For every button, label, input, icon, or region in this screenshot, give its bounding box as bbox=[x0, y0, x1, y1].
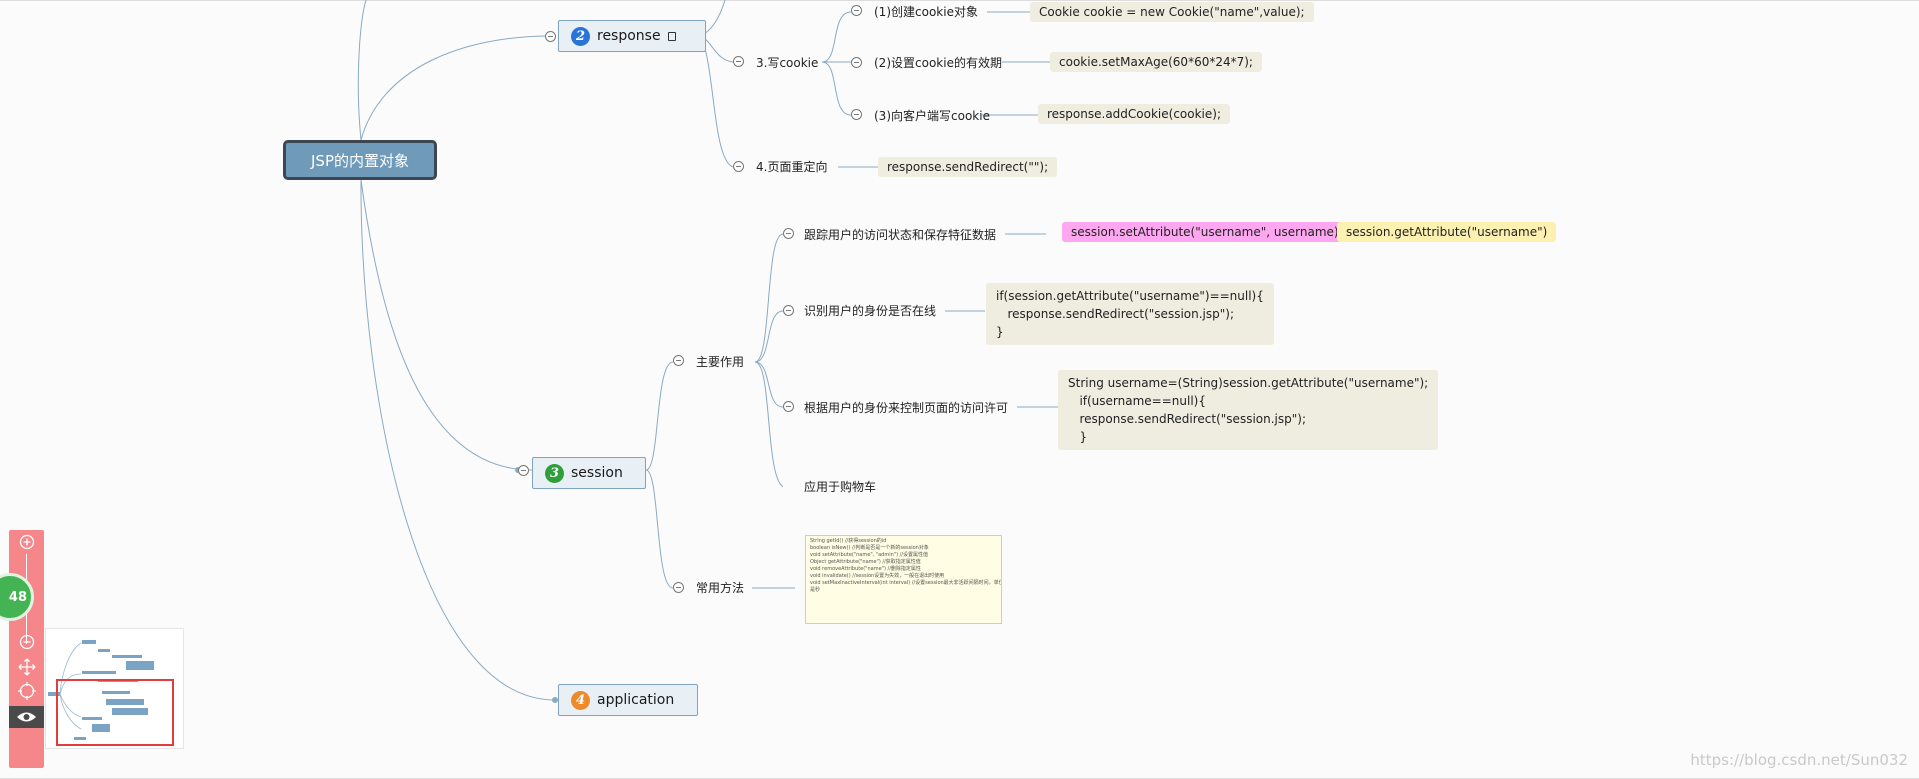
code-add-cookie[interactable]: response.addCookie(cookie); bbox=[1038, 104, 1230, 124]
methods-note-line: Object getAttribute("name") //获取指定属性值 bbox=[810, 559, 997, 566]
priority-2-icon: 2 bbox=[571, 27, 590, 46]
zoom-level-value: 48 bbox=[9, 590, 27, 605]
topic-application[interactable]: 4 application bbox=[558, 684, 698, 716]
collapse-toggle-redirect[interactable] bbox=[733, 161, 744, 172]
watermark: https://blog.csdn.net/Sun032 bbox=[1690, 751, 1908, 769]
node-set-max-age[interactable]: (2)设置cookie的有效期 bbox=[874, 55, 1002, 71]
eye-icon[interactable] bbox=[9, 706, 44, 728]
collapse-toggle-common-methods[interactable] bbox=[673, 582, 684, 593]
node-add-cookie[interactable]: (3)向客户端写cookie bbox=[874, 108, 990, 124]
minimap-node bbox=[126, 661, 154, 670]
topic-response[interactable]: 2 response bbox=[558, 20, 706, 52]
minimap-node bbox=[98, 649, 110, 652]
methods-note-line: void removeAttribute("name") //删除指定属性 bbox=[810, 566, 997, 573]
code-redirect[interactable]: response.sendRedirect(""); bbox=[878, 157, 1057, 177]
methods-note-line: boolean isNew() //判断是否是一个新的session对象 bbox=[810, 545, 997, 552]
methods-note-image[interactable]: String getId() //获得session的id boolean is… bbox=[805, 535, 1002, 624]
node-cart[interactable]: 应用于购物车 bbox=[804, 479, 876, 495]
minimap-node bbox=[82, 640, 96, 644]
node-common-methods[interactable]: 常用方法 bbox=[696, 580, 744, 596]
code-track-set[interactable]: session.setAttribute("username", usernam… bbox=[1062, 222, 1352, 242]
topic-session-label: session bbox=[571, 465, 623, 481]
collapse-toggle-identify[interactable] bbox=[783, 305, 794, 316]
move-icon[interactable] bbox=[9, 658, 44, 680]
priority-4-icon: 4 bbox=[571, 691, 590, 710]
collapse-toggle-write-cookie[interactable] bbox=[733, 56, 744, 67]
topic-application-label: application bbox=[597, 692, 674, 708]
node-track[interactable]: 跟踪用户的访问状态和保存特征数据 bbox=[804, 227, 996, 243]
methods-note-line: void setMaxInactiveInterval(int interval… bbox=[810, 580, 997, 587]
methods-note-line: void setAttribute("name", "admin") //设置属… bbox=[810, 552, 997, 559]
collapse-toggle-create-cookie[interactable] bbox=[851, 5, 862, 16]
minimap[interactable] bbox=[45, 628, 184, 749]
methods-note-line: void invalidate() //session设置为失效，一般在退出时使… bbox=[810, 573, 997, 580]
node-main-role[interactable]: 主要作用 bbox=[696, 354, 744, 370]
collapse-toggle-session[interactable] bbox=[518, 465, 529, 476]
node-redirect[interactable]: 4.页面重定向 bbox=[756, 159, 827, 175]
zoom-toolbar bbox=[9, 530, 44, 768]
minimap-node bbox=[82, 671, 116, 674]
node-write-cookie[interactable]: 3.写cookie bbox=[756, 55, 818, 71]
collapse-toggle-response[interactable] bbox=[545, 31, 556, 42]
node-control[interactable]: 根据用户的身份来控制页面的访问许可 bbox=[804, 400, 1008, 416]
node-identify[interactable]: 识别用户的身份是否在线 bbox=[804, 303, 936, 319]
root-topic-label: JSP的内置对象 bbox=[311, 150, 409, 171]
collapse-toggle-control[interactable] bbox=[783, 401, 794, 412]
methods-note-line: 是秒 bbox=[810, 587, 997, 594]
root-topic[interactable]: JSP的内置对象 bbox=[283, 140, 437, 180]
code-create-cookie[interactable]: Cookie cookie = new Cookie("name",value)… bbox=[1030, 2, 1314, 22]
note-icon[interactable] bbox=[668, 32, 676, 41]
target-icon[interactable] bbox=[9, 682, 44, 704]
methods-note-line: String getId() //获得session的id bbox=[810, 538, 997, 545]
collapse-toggle-add-cookie[interactable] bbox=[851, 109, 862, 120]
collapse-toggle-track[interactable] bbox=[783, 228, 794, 239]
code-identify[interactable]: if(session.getAttribute("username")==nul… bbox=[986, 283, 1274, 345]
topic-response-label: response bbox=[597, 28, 661, 44]
collapse-toggle-set-max-age[interactable] bbox=[851, 57, 862, 68]
topic-session[interactable]: 3 session bbox=[532, 457, 646, 489]
minimap-viewport[interactable] bbox=[56, 679, 174, 746]
collapse-toggle-main-role[interactable] bbox=[673, 355, 684, 366]
code-control[interactable]: String username=(String)session.getAttri… bbox=[1058, 370, 1438, 450]
plus-circle-icon[interactable] bbox=[9, 534, 44, 554]
minimap-node bbox=[112, 655, 142, 658]
code-set-max-age[interactable]: cookie.setMaxAge(60*60*24*7); bbox=[1050, 52, 1262, 72]
minus-circle-icon[interactable] bbox=[9, 634, 44, 654]
priority-3-icon: 3 bbox=[545, 464, 564, 483]
code-track-get[interactable]: session.getAttribute("username") bbox=[1337, 222, 1556, 242]
node-create-cookie[interactable]: (1)创建cookie对象 bbox=[874, 4, 978, 20]
